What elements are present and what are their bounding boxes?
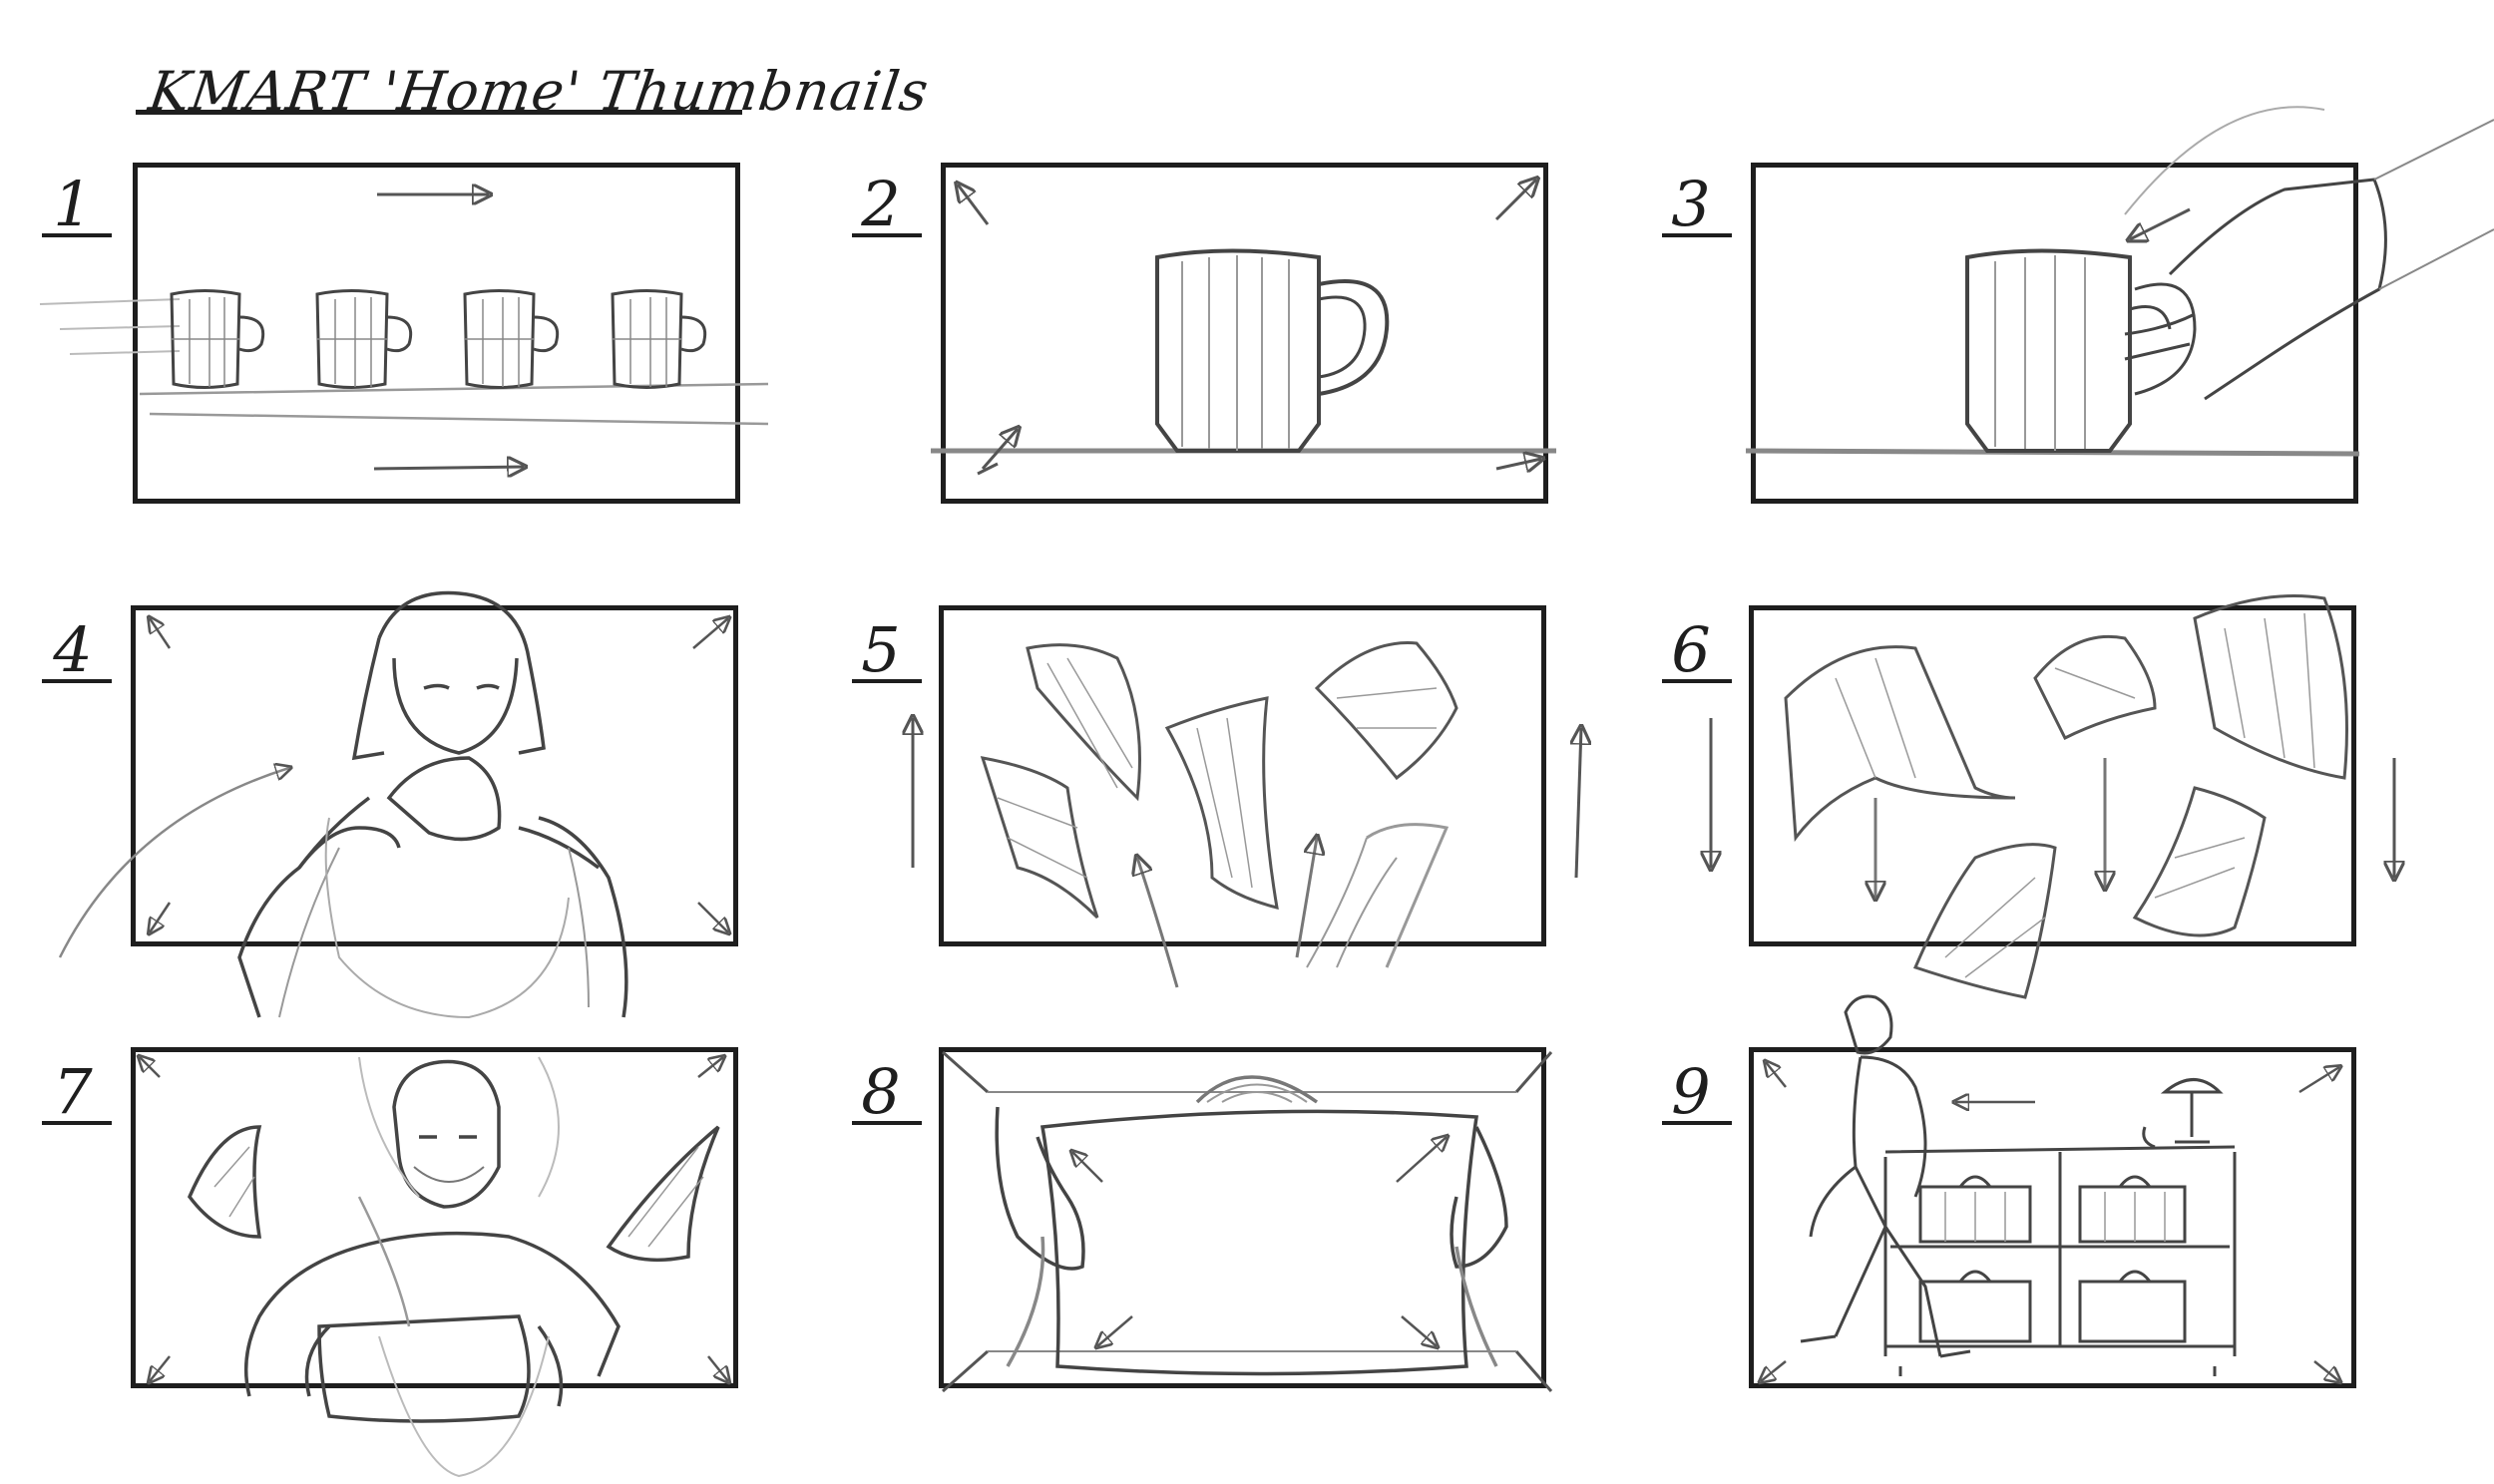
panel-frame-8 bbox=[939, 1047, 1546, 1388]
panel-number-rule-7 bbox=[42, 1121, 112, 1125]
panel-number-5: 5 bbox=[861, 613, 901, 686]
panel-number-1: 1 bbox=[53, 168, 93, 240]
panel-frame-1 bbox=[133, 163, 740, 504]
panel-number-rule-9 bbox=[1662, 1121, 1732, 1125]
panel-number-rule-6 bbox=[1662, 679, 1732, 683]
panel-number-rule-3 bbox=[1662, 233, 1732, 237]
panel-number-8: 8 bbox=[861, 1055, 901, 1128]
panel-frame-3 bbox=[1751, 163, 2358, 504]
panel-frame-7 bbox=[131, 1047, 738, 1388]
panel-number-4: 4 bbox=[53, 613, 93, 686]
panel-frame-9 bbox=[1749, 1047, 2356, 1388]
panel-number-7: 7 bbox=[53, 1055, 93, 1128]
panel-number-rule-4 bbox=[42, 679, 112, 683]
title-underline bbox=[136, 110, 742, 115]
panel-frame-5 bbox=[939, 605, 1546, 946]
panel-number-6: 6 bbox=[1671, 613, 1711, 686]
panel-frame-4 bbox=[131, 605, 738, 946]
panel-number-3: 3 bbox=[1671, 168, 1711, 240]
panel-number-9: 9 bbox=[1671, 1055, 1711, 1128]
panel-number-rule-2 bbox=[852, 233, 922, 237]
panel-number-rule-5 bbox=[852, 679, 922, 683]
panel-frame-6 bbox=[1749, 605, 2356, 946]
panel-number-2: 2 bbox=[861, 168, 901, 240]
panel-frame-2 bbox=[941, 163, 1548, 504]
panel-number-rule-1 bbox=[42, 233, 112, 237]
panel-number-rule-8 bbox=[852, 1121, 922, 1125]
